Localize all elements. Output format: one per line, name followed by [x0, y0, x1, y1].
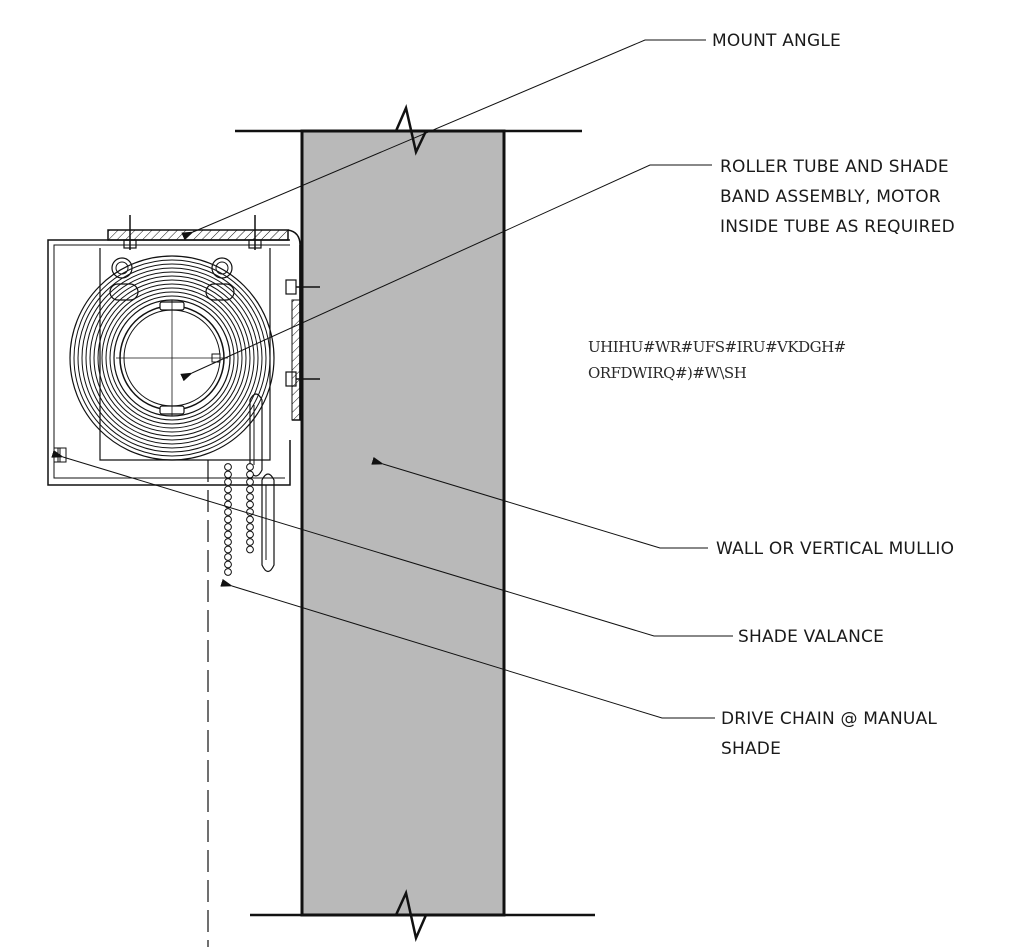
chain-bead: [246, 500, 254, 509]
chain-bead: [246, 493, 254, 501]
label-valance: SHADE VALANCE: [738, 627, 884, 647]
leader-mount-angle: [181, 39, 706, 240]
leaders: [51, 39, 733, 719]
chain-bead: [224, 523, 232, 531]
wall-section: [235, 104, 595, 943]
wall-body: [300, 129, 506, 917]
chain-bead: [246, 515, 254, 524]
label-mount-angle: MOUNT ANGLE: [712, 31, 841, 51]
chain-bead: [246, 463, 254, 471]
chain-bead: [246, 530, 254, 539]
label-roller-line3: INSIDE TUBE AS REQUIRED: [720, 217, 955, 237]
chain-bead: [224, 463, 232, 471]
chain-bead: [246, 523, 254, 531]
chain-bead: [224, 478, 232, 486]
chain-bead: [224, 508, 232, 516]
chain-bead: [246, 470, 254, 479]
leader-wall: [371, 456, 708, 549]
chain-bead: [224, 493, 232, 501]
label-chain-line1: DRIVE CHAIN @ MANUAL: [721, 709, 937, 729]
bottom-break-line: [250, 889, 595, 943]
drive-chain: [224, 463, 254, 576]
chain-bead: [224, 568, 232, 576]
chain-bead: [246, 538, 254, 546]
chain-bead: [224, 515, 232, 524]
leader-valance: [51, 449, 733, 637]
chain-bead: [224, 545, 232, 554]
valance-housing: [47, 239, 291, 486]
label-garbled-line1: UHIHU#WR#UFS#IRU#VKDGH#: [588, 338, 846, 356]
chain-bead: [224, 538, 232, 546]
chain-bead: [246, 485, 254, 494]
mount-angle: [107, 215, 320, 421]
chain-bead: [224, 560, 232, 569]
top-break-line: [235, 104, 582, 156]
chain-bead: [224, 470, 232, 479]
label-wall: WALL OR VERTICAL MULLIO: [716, 539, 954, 559]
label-roller-line2: BAND ASSEMBLY, MOTOR: [720, 187, 941, 207]
chain-bead: [246, 478, 254, 486]
label-chain-line2: SHADE: [721, 739, 781, 759]
chain-bead: [224, 485, 232, 494]
chain-bead: [224, 553, 232, 561]
bracket-plate: [99, 248, 271, 461]
leader-roller-tube: [180, 164, 712, 382]
leader-drive-chain: [220, 578, 715, 719]
label-roller-line1: ROLLER TUBE AND SHADE: [720, 157, 949, 177]
chain-bead: [246, 545, 254, 554]
chain-bead: [224, 530, 232, 539]
label-garbled-line2: ORFDWIRQ#)#W\SH: [588, 364, 747, 382]
roller-tube-assembly: [69, 255, 275, 461]
wall-fastener-upper: [285, 279, 320, 295]
